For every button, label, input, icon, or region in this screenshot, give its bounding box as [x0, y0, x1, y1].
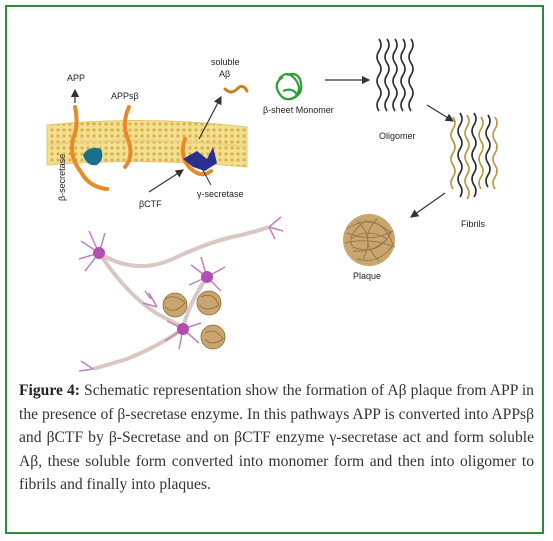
caption-text: Schematic representation show the format… — [19, 382, 534, 493]
plaque-shape — [343, 214, 396, 266]
label-app: APP — [67, 73, 85, 83]
gamma-secretase-enzyme — [183, 147, 217, 171]
caption-label: Figure 4: — [19, 382, 80, 399]
label-gamma-secretase: γ-secretase — [197, 189, 244, 199]
figure-caption: Figure 4: Schematic representation show … — [19, 379, 534, 497]
fibrils-to-plaque-arrow — [410, 192, 446, 218]
neuron-network — [78, 216, 284, 372]
app-chain — [70, 105, 109, 191]
label-soluble-abeta: Aβ — [219, 69, 230, 79]
fibrils-shape — [450, 112, 498, 200]
apps-beta-chain — [122, 105, 133, 169]
monomer-shape — [275, 72, 303, 101]
label-apps-beta: APPsβ — [111, 91, 139, 101]
soluble-arrow — [198, 95, 222, 140]
label-soluble: soluble — [211, 57, 240, 67]
neuron-plaques — [162, 290, 226, 350]
figure-illustration: APP APPsβ soluble Aβ β-secretase βCTF γ-… — [46, 38, 498, 372]
label-plaque: Plaque — [353, 271, 381, 281]
label-beta-ctf: βCTF — [139, 199, 162, 209]
label-oligomer: Oligomer — [379, 131, 416, 141]
soluble-abeta-fragment — [223, 84, 249, 94]
label-beta-secretase: β-secretase — [57, 154, 67, 201]
figure-frame: APP APPsβ soluble Aβ β-secretase βCTF γ-… — [5, 5, 544, 534]
beta-secretase-enzyme — [83, 147, 103, 166]
label-monomer: β-sheet Monomer — [263, 105, 334, 115]
oligomer-shape — [376, 38, 414, 112]
gamma-pointer — [200, 166, 212, 186]
beta-ctf-arrow — [148, 169, 185, 193]
oligomer-to-fibrils-arrow — [426, 104, 455, 122]
label-fibrils: Fibrils — [461, 219, 485, 229]
